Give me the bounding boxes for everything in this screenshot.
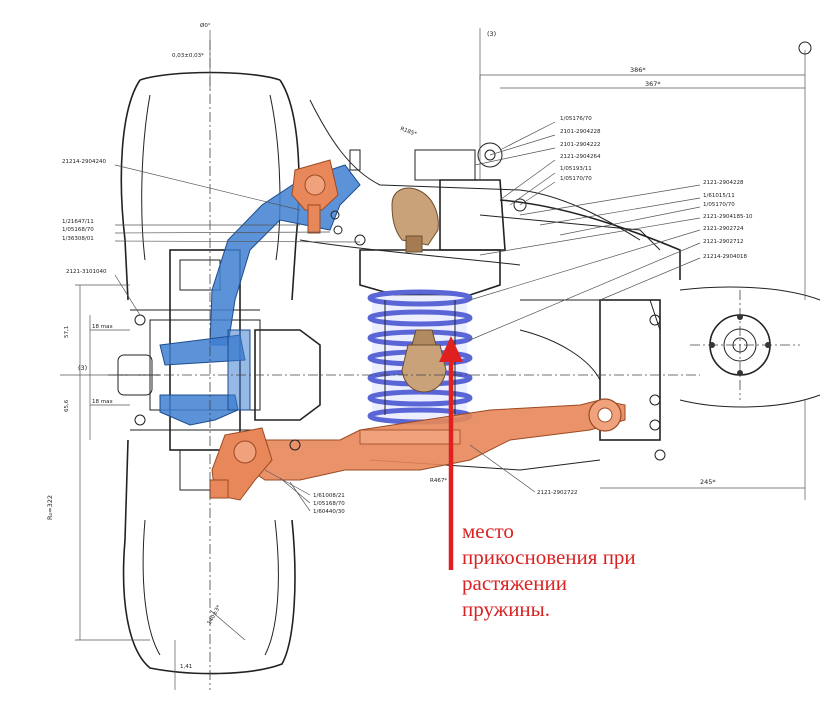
dim-3-left: (3) <box>78 364 87 372</box>
part-label: 2121-2902722 <box>537 490 577 496</box>
dim-r185: R185* <box>399 126 417 138</box>
part-label: 1/36308/01 <box>62 236 94 242</box>
bolts <box>289 149 666 461</box>
part-label: 21214-2904018 <box>703 254 747 260</box>
part-number-labels: 21214-2904240 1/21647/11 1/05168/70 1/36… <box>62 116 753 515</box>
part-label: 2121-2902724 <box>703 226 744 232</box>
part-label: 2121-3101040 <box>66 269 107 275</box>
tire <box>120 71 300 675</box>
lower-bump-stop <box>401 329 447 393</box>
dim-r467: R467* <box>430 478 447 484</box>
dim-003: 0,03±0,03* <box>172 53 204 59</box>
dim-3-top: (3) <box>487 30 496 38</box>
dim-angle: Ø0° <box>200 22 211 29</box>
dim-65: 65,6 <box>64 399 70 412</box>
part-label: 1/05176/70 <box>560 116 592 122</box>
dim-57: 57,1 <box>64 326 70 338</box>
lower-ball-joint <box>209 427 273 501</box>
upper-ball-joint <box>291 159 339 234</box>
dim-18-top: 18 max <box>92 324 113 330</box>
upper-bump-stop <box>391 187 439 253</box>
part-label: 2121-2904264 <box>560 154 601 160</box>
caption-line-1: место <box>462 519 514 543</box>
part-label: 1/60440/30 <box>313 509 345 515</box>
inner-hub <box>690 290 800 400</box>
part-label: 1/05168/70 <box>313 501 345 507</box>
part-label: 2101-2904228 <box>560 129 601 135</box>
part-label: 1/61015/11 <box>703 193 735 199</box>
dim-367: 367* <box>645 80 661 88</box>
part-label: 21214-2904240 <box>62 159 106 165</box>
part-label: 2121-2902712 <box>703 239 743 245</box>
contact-caption: место прикосновения при растяжении пружи… <box>462 518 636 622</box>
leader-lines <box>114 121 701 512</box>
part-label: 1/05170/70 <box>560 176 592 182</box>
contact-arrow <box>439 336 463 570</box>
part-label: 1/05168/70 <box>62 227 94 233</box>
part-label: 1/05193/11 <box>560 166 592 172</box>
dimension-lines <box>60 28 806 690</box>
lower-control-arm <box>244 398 626 481</box>
part-label: 2101-2904222 <box>560 142 600 148</box>
dimension-labels: 386* 367* 245* 57,1 65,6 R₀=322 1,41 0,0… <box>46 22 716 670</box>
dim-141: 1,41 <box>180 664 192 670</box>
part-label: 2121-2904185-10 <box>703 214 753 220</box>
caption-line-2: прикосновения при <box>462 545 636 569</box>
section-marker <box>798 41 812 55</box>
dim-140: 140±3* <box>207 604 223 626</box>
caption-line-4: пружины. <box>462 597 551 621</box>
caption-line-3: растяжении <box>462 571 567 595</box>
dim-386: 386* <box>630 66 646 74</box>
part-label: 2121-2904228 <box>703 180 744 186</box>
dim-18-bottom: 18 max <box>92 399 113 405</box>
part-label: 1/61008/21 <box>313 493 345 499</box>
dim-r0: R₀=322 <box>46 495 54 520</box>
spring-tower <box>359 142 527 296</box>
body-frame <box>299 99 821 471</box>
dim-245: 245* <box>700 478 716 486</box>
part-label: 1/21647/11 <box>62 219 94 225</box>
part-label: 1/05170/70 <box>703 202 735 208</box>
